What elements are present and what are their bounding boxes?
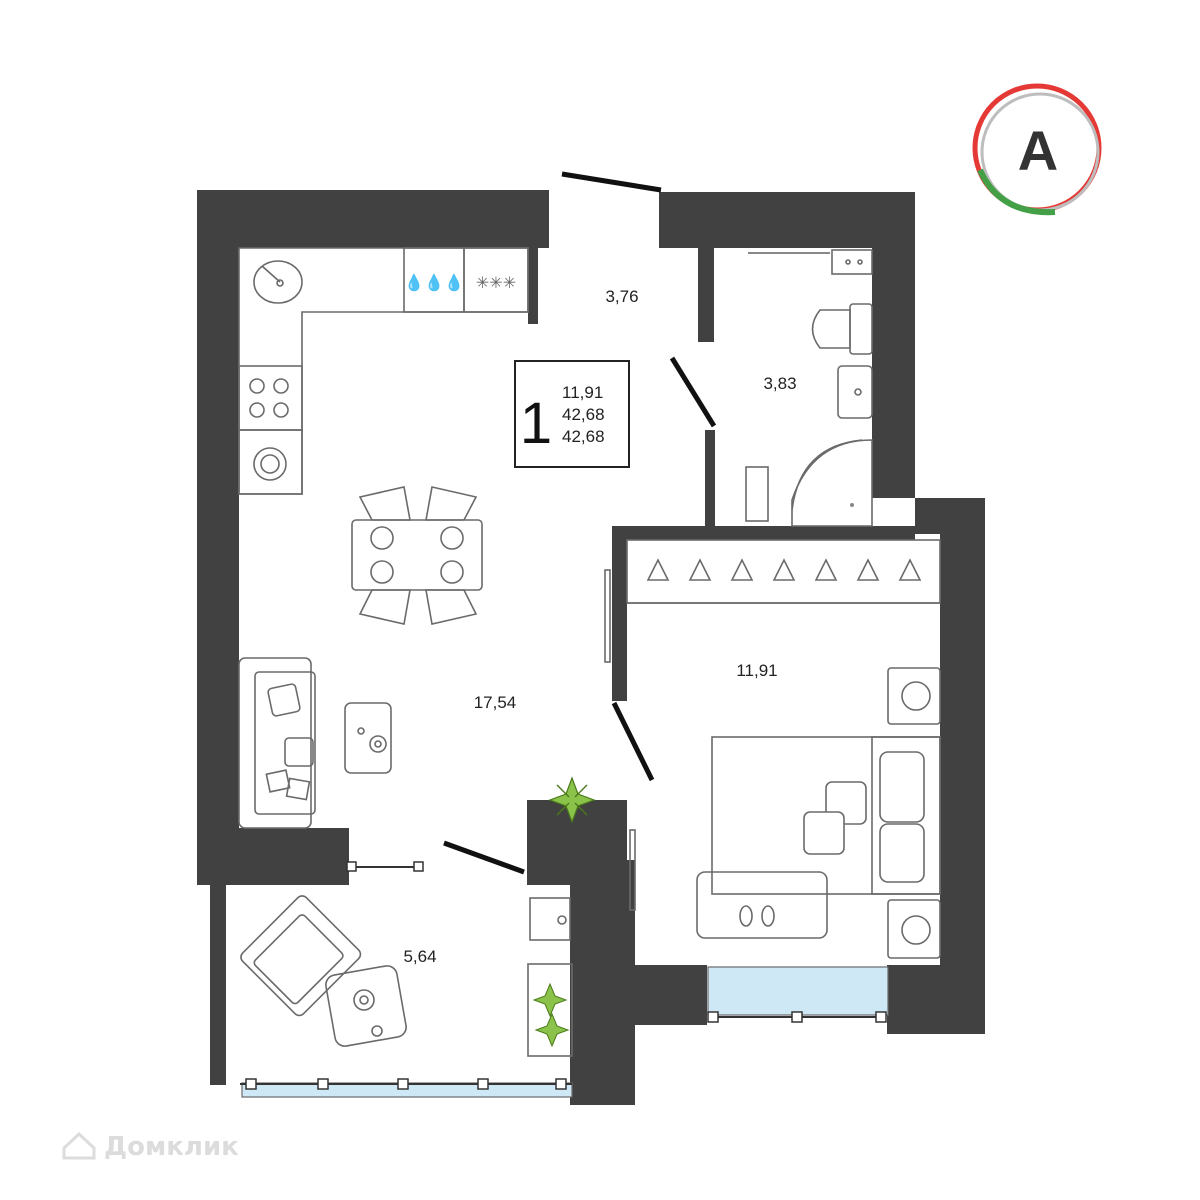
entrance-door bbox=[561, 171, 662, 193]
watermark-text: Домклик bbox=[104, 1132, 239, 1162]
side-table bbox=[325, 965, 407, 1047]
shower-icon bbox=[791, 439, 873, 527]
logo-letter: A bbox=[1018, 119, 1058, 182]
wall-bath-partition-top bbox=[698, 248, 714, 342]
apartment-badge: 1 11,91 42,68 42,68 bbox=[514, 360, 630, 468]
svg-text:💧💧💧: 💧💧💧 bbox=[404, 273, 464, 292]
svg-text:✳✳✳: ✳✳✳ bbox=[476, 273, 516, 292]
logo-ring-green bbox=[977, 168, 1056, 216]
sink-icon bbox=[253, 260, 303, 304]
pillow bbox=[879, 751, 925, 823]
brand-logo: A bbox=[972, 83, 1102, 216]
total-area: 42,68 bbox=[562, 405, 605, 424]
slipper-icon bbox=[739, 905, 753, 927]
wall-bedroom-bottom-right bbox=[887, 965, 985, 1034]
ac-unit bbox=[529, 897, 571, 941]
plant-icon bbox=[534, 1012, 570, 1048]
cooktop-icon bbox=[463, 247, 529, 313]
armchair bbox=[240, 895, 362, 1017]
wall-balcony-right bbox=[570, 860, 635, 1105]
wall-kitchen-partition bbox=[528, 248, 538, 324]
plant-icon bbox=[548, 776, 596, 824]
wardrobe bbox=[626, 539, 941, 604]
living-furniture bbox=[238, 657, 392, 829]
slipper-icon bbox=[761, 905, 775, 927]
toilet-icon bbox=[811, 309, 851, 349]
plant-icon bbox=[532, 982, 568, 1018]
living-area: 11,91 bbox=[562, 383, 603, 402]
balcony-door bbox=[443, 840, 525, 875]
room-area-hall: 3,76 bbox=[605, 287, 638, 306]
bathroom-door bbox=[669, 356, 717, 428]
room-area-balcony: 5,64 bbox=[403, 947, 436, 966]
bedroom-window-glass bbox=[707, 966, 889, 1016]
room-count: 1 bbox=[520, 391, 552, 456]
wall-balcony-top-left bbox=[197, 828, 349, 885]
bathroom-fixtures bbox=[745, 249, 873, 527]
hanger-icons bbox=[646, 558, 922, 581]
bedroom-furniture bbox=[604, 539, 941, 959]
wall-balcony-left bbox=[210, 885, 226, 1085]
nightstand bbox=[887, 667, 941, 725]
water-heater bbox=[831, 249, 873, 275]
balcony-furniture bbox=[240, 895, 573, 1057]
wall-top-left bbox=[197, 190, 549, 248]
walls bbox=[197, 190, 985, 1105]
room-area-kitchen-living: 17,54 bbox=[474, 693, 517, 712]
house-icon bbox=[62, 1131, 96, 1160]
doors bbox=[443, 171, 717, 875]
window-hinge bbox=[791, 1011, 803, 1023]
wall-bath-partition-bottom bbox=[705, 430, 715, 526]
planter bbox=[527, 963, 573, 1057]
wall-bath-bottom bbox=[612, 526, 915, 540]
washing-machine-icon bbox=[238, 429, 303, 495]
radiator-icon bbox=[745, 466, 769, 522]
windows bbox=[240, 861, 889, 1098]
toilet-tank bbox=[849, 303, 873, 355]
room-area-bedroom: 11,91 bbox=[736, 661, 777, 680]
dining-table bbox=[351, 486, 483, 625]
coffee-table bbox=[344, 702, 392, 774]
table bbox=[351, 519, 483, 591]
window-hinge bbox=[875, 1011, 887, 1023]
wall-bedroom-left-upper bbox=[612, 526, 627, 701]
chair bbox=[358, 589, 411, 625]
chair bbox=[358, 486, 411, 521]
window-hinge bbox=[707, 1011, 719, 1023]
bedroom-door bbox=[611, 701, 655, 782]
chair bbox=[425, 589, 478, 625]
pillow bbox=[879, 823, 925, 883]
sofa bbox=[238, 657, 312, 829]
wall-right-lower bbox=[940, 498, 985, 1034]
stove-icon bbox=[238, 365, 303, 431]
pillow bbox=[803, 811, 845, 855]
wall-right-upper bbox=[872, 192, 915, 498]
room-area-bathroom: 3,83 bbox=[763, 374, 796, 393]
rug bbox=[696, 871, 828, 939]
kitchen-furniture: 💧💧💧 ✳✳✳ bbox=[238, 247, 529, 495]
nightstand bbox=[887, 899, 941, 959]
wall-left bbox=[197, 190, 239, 885]
chair bbox=[425, 486, 478, 521]
watermark: Домклик bbox=[62, 1131, 239, 1162]
bath-sink-icon bbox=[837, 365, 873, 419]
total-area-2: 42,68 bbox=[562, 427, 605, 446]
